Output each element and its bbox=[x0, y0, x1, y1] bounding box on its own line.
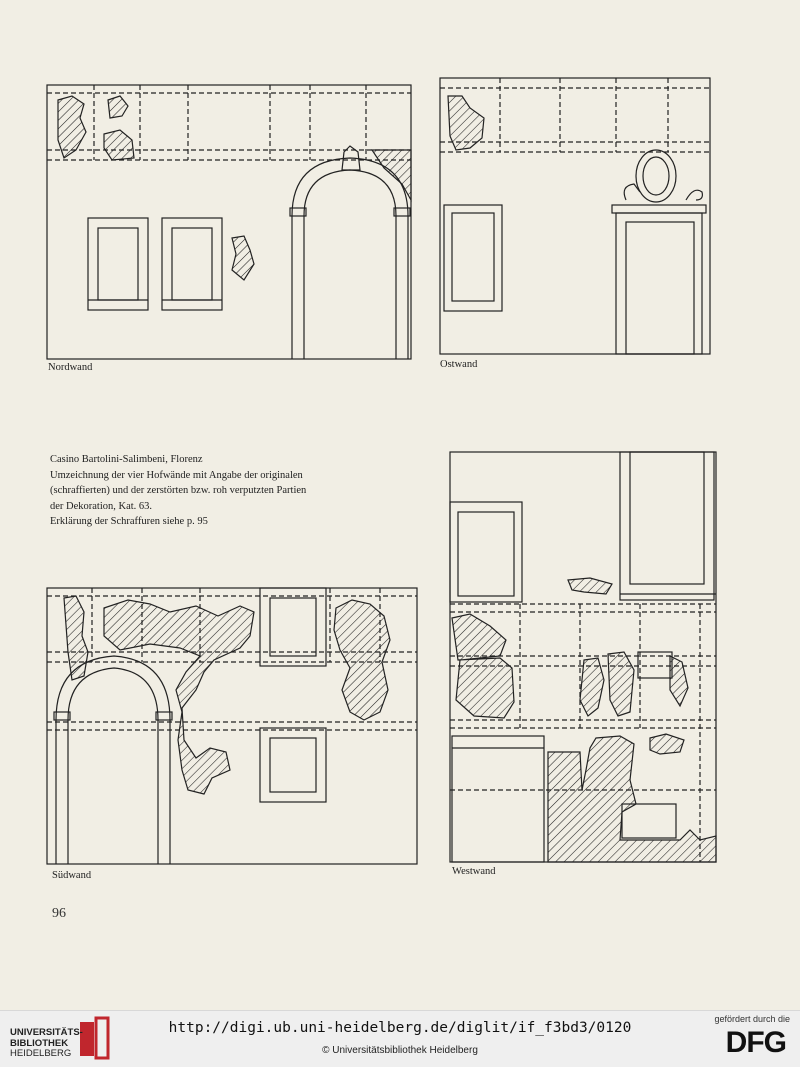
copyright-notice: © Universitätsbibliothek Heidelberg bbox=[322, 1045, 478, 1056]
sponsor-label: gefördert durch die bbox=[714, 1014, 790, 1024]
caption-line: der Dekoration, Kat. 63. bbox=[50, 500, 153, 512]
dfg-logo: DFG bbox=[725, 1026, 787, 1059]
wall-drawings bbox=[46, 77, 717, 865]
permalink-link[interactable]: http://digi.ub.uni-heidelberg.de/diglit/… bbox=[168, 1020, 632, 1036]
caption-line: Erklärung der Schraffuren siehe p. 95 bbox=[50, 516, 208, 527]
ostwand-label: Ostwand bbox=[440, 359, 478, 370]
westwand-label: Westwand bbox=[452, 866, 496, 877]
university-library-logo-icon bbox=[80, 1016, 110, 1060]
ostwand-drawing bbox=[439, 77, 711, 355]
scanned-page: Nordwand Ostwand Südwand Westwand Casino… bbox=[46, 77, 717, 921]
figure-caption: Casino Bartolini-Salimbeni, Florenz Umze… bbox=[50, 452, 350, 530]
suedwand-label: Südwand bbox=[52, 870, 92, 881]
library-line: UNIVERSITÄTS- bbox=[10, 1027, 83, 1038]
nordwand-drawing bbox=[46, 84, 412, 360]
page-number: 96 bbox=[52, 906, 66, 921]
university-library-name: UNIVERSITÄTS- BIBLIOTHEK HEIDELBERG bbox=[10, 1027, 83, 1060]
viewer-footer bbox=[0, 1010, 800, 1067]
caption-line: Umzeichnung der vier Hofwände mit Angabe… bbox=[50, 469, 303, 481]
nordwand-label: Nordwand bbox=[48, 362, 93, 373]
library-line: HEIDELBERG bbox=[10, 1048, 72, 1059]
westwand-drawing bbox=[449, 451, 717, 863]
library-line: BIBLIOTHEK bbox=[10, 1037, 69, 1049]
caption-line: (schraffierten) und der zerstörten bzw. … bbox=[50, 485, 307, 496]
permalink: http://digi.ub.uni-heidelberg.de/diglit/… bbox=[0, 1020, 800, 1036]
caption-line: Casino Bartolini-Salimbeni, Florenz bbox=[50, 454, 203, 465]
suedwand-drawing bbox=[46, 587, 418, 865]
